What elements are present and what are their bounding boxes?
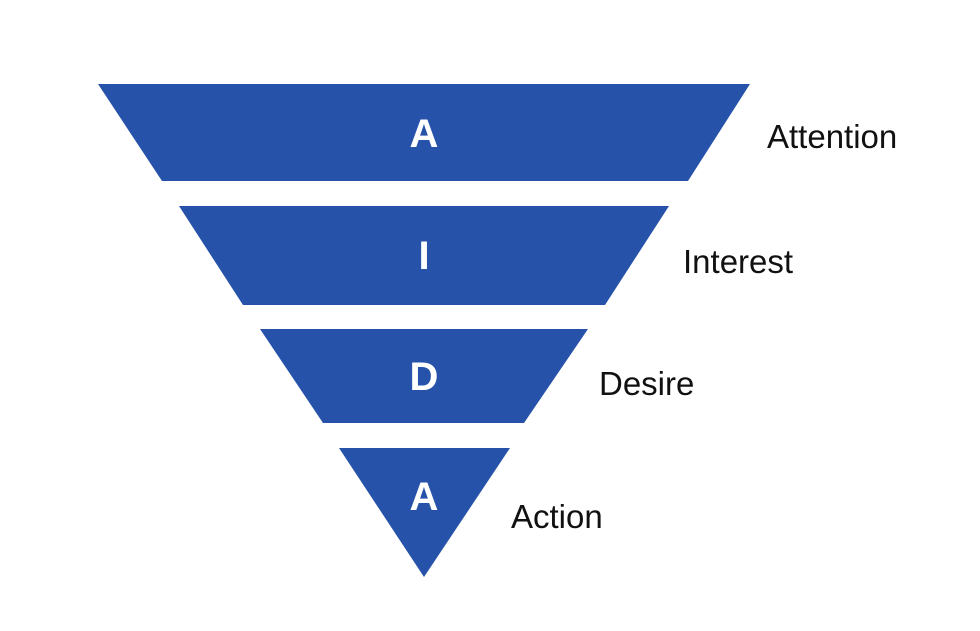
funnel-band-attention bbox=[98, 84, 750, 181]
funnel-band-desire bbox=[260, 329, 588, 423]
stage-letter-attention: A bbox=[410, 112, 439, 156]
stage-label-interest: Interest bbox=[683, 243, 793, 280]
funnel-stage-interest: I Interest bbox=[179, 206, 793, 305]
stage-label-desire: Desire bbox=[599, 365, 694, 402]
funnel-stage-action: A Action bbox=[339, 448, 603, 577]
stage-label-action: Action bbox=[511, 498, 603, 535]
funnel-stage-desire: D Desire bbox=[260, 329, 694, 423]
funnel-band-interest bbox=[179, 206, 669, 305]
stage-letter-action: A bbox=[410, 475, 439, 519]
stage-letter-interest: I bbox=[418, 234, 429, 278]
stage-letter-desire: D bbox=[410, 355, 439, 399]
stage-label-attention: Attention bbox=[767, 118, 897, 155]
funnel-stage-attention: A Attention bbox=[98, 84, 897, 181]
funnel-band-action bbox=[339, 448, 510, 577]
